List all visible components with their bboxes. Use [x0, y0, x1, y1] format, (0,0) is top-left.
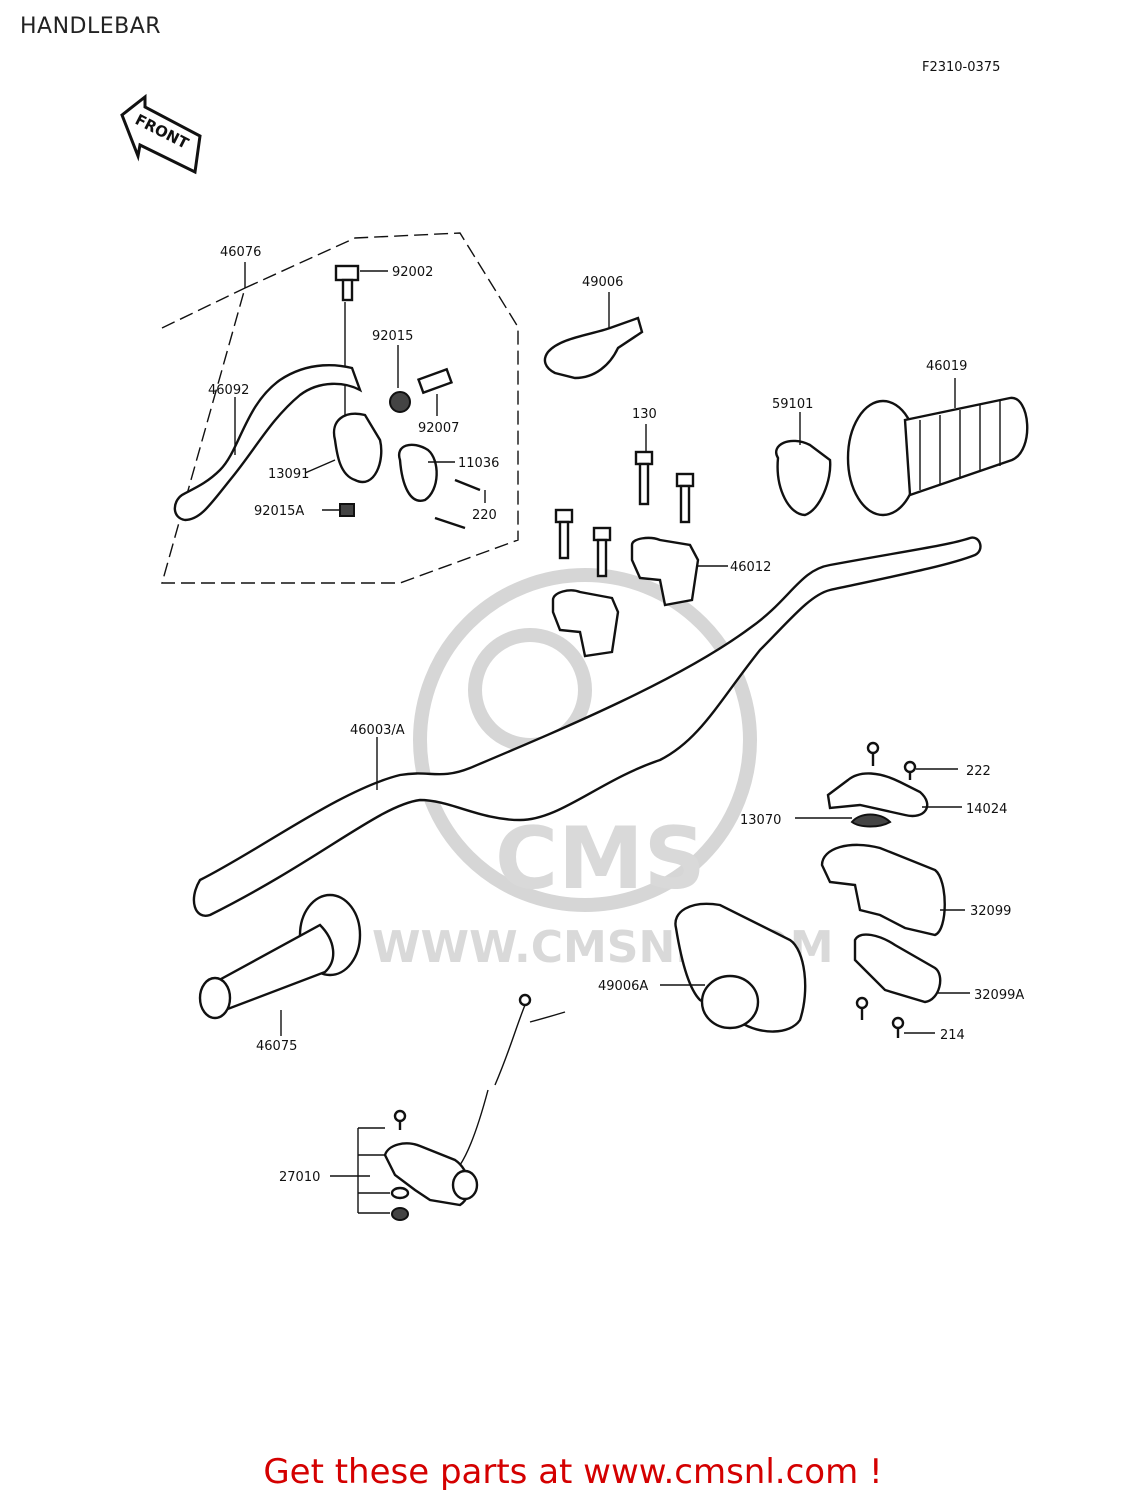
bolts-130 — [554, 450, 695, 578]
handlebar-clamp-upper-46012 — [630, 536, 700, 607]
diagram-code: F2310-0375 — [922, 60, 1001, 75]
throttle-grip-46019 — [846, 396, 1029, 517]
label-46019: 46019 — [926, 359, 967, 374]
left-grip-46075 — [198, 893, 362, 1020]
promo-link[interactable]: Get these parts at www.cmsnl.com ! — [263, 1452, 883, 1492]
adjuster-92007 — [389, 367, 454, 413]
watermark-ring — [413, 568, 757, 912]
label-46012: 46012 — [730, 560, 771, 575]
screws-214 — [855, 996, 905, 1038]
label-92002: 92002 — [392, 265, 433, 280]
lever-assembly-boundary — [161, 232, 519, 584]
throttle-housing-32099 — [820, 843, 946, 937]
label-92015: 92015 — [372, 329, 413, 344]
throttle-housing-59101 — [775, 439, 832, 517]
handlebar-clamp-lower-46012 — [551, 589, 620, 658]
clutch-lever-46092 — [173, 363, 363, 522]
screw-220-b — [434, 516, 466, 530]
throttle-cover-bore — [700, 974, 760, 1030]
leader-27010-bracket — [357, 1127, 390, 1214]
label-32099: 32099 — [970, 904, 1011, 919]
label-59101: 59101 — [772, 397, 813, 412]
label-222: 222 — [966, 764, 991, 779]
kill-switch-27010 — [383, 993, 566, 1221]
label-11036: 11036 — [458, 456, 499, 471]
front-arrow-shape — [120, 93, 202, 175]
nut-92015A — [339, 503, 355, 517]
throttle-cover-14024 — [826, 772, 929, 818]
perch-clamp-11036 — [397, 443, 438, 502]
label-46075: 46075 — [256, 1039, 297, 1054]
front-arrow: FRONT — [120, 93, 202, 175]
screw-220-a — [454, 478, 481, 492]
label-32099A: 32099A — [974, 988, 1024, 1003]
label-46092: 46092 — [208, 383, 249, 398]
label-49006A: 49006A — [598, 979, 648, 994]
handlebar-46003A — [192, 536, 982, 917]
label-27010: 27010 — [279, 1170, 320, 1185]
label-46076: 46076 — [220, 245, 261, 260]
label-220: 220 — [472, 508, 497, 523]
label-49006: 49006 — [582, 275, 623, 290]
leader-13091 — [304, 459, 336, 474]
label-13091: 13091 — [268, 467, 309, 482]
label-130: 130 — [632, 407, 657, 422]
screws-222 — [866, 741, 917, 780]
label-92015A: 92015A — [254, 504, 304, 519]
label-214: 214 — [940, 1028, 965, 1043]
bolt-92002 — [334, 264, 360, 302]
watermark-logo: CMS — [495, 809, 706, 909]
label-14024: 14024 — [966, 802, 1007, 817]
page-title: HANDLEBAR — [20, 14, 162, 39]
cable-guide-13070 — [850, 813, 892, 828]
lever-perch-13091 — [332, 412, 383, 484]
label-13070: 13070 — [740, 813, 781, 828]
housing-lower-32099A — [853, 933, 942, 1004]
label-92007: 92007 — [418, 421, 459, 436]
lever-cover-49006 — [543, 316, 644, 380]
label-46003A: 46003/A — [350, 723, 405, 738]
